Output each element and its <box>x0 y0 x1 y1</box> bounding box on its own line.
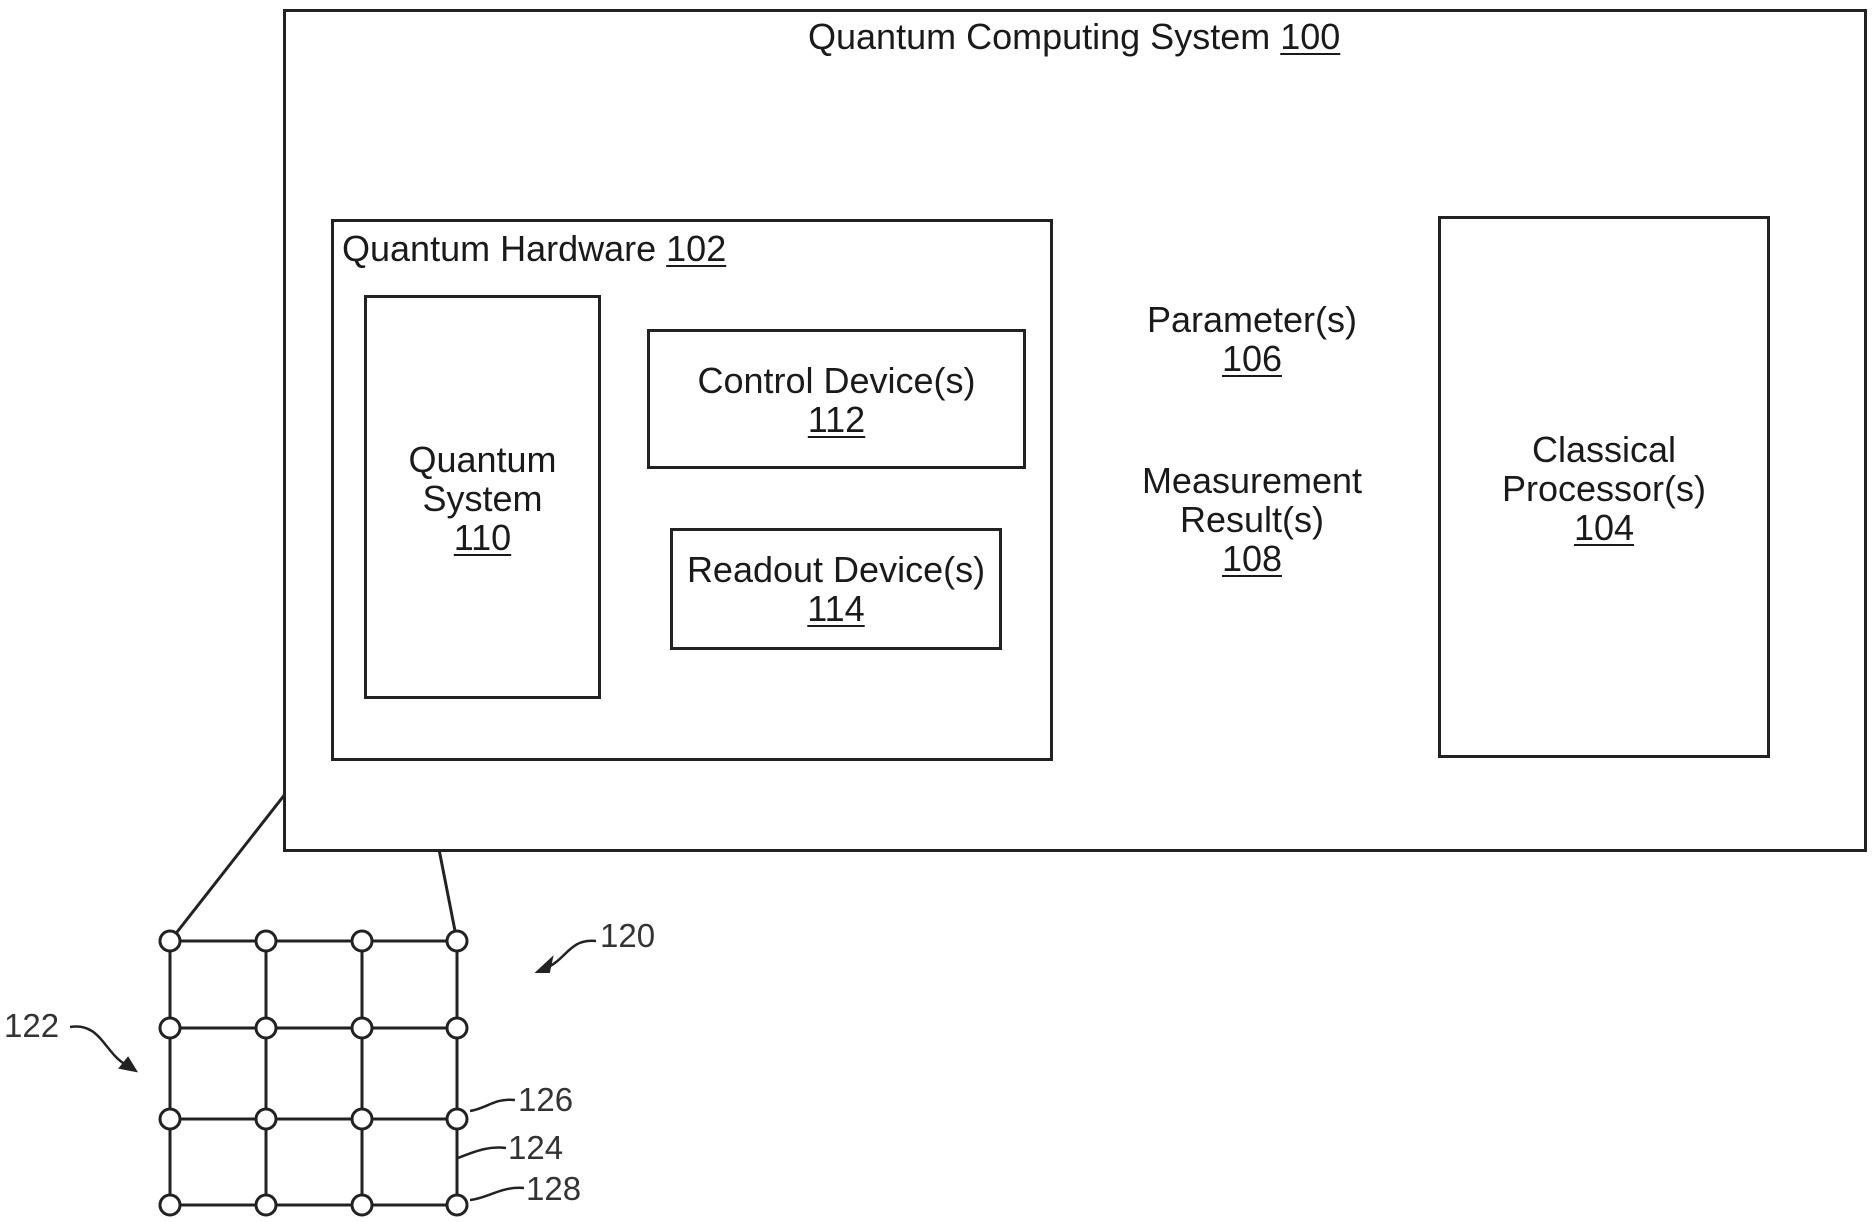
leader-126 <box>470 1100 515 1111</box>
label-126: 126 <box>518 1082 573 1118</box>
qubit-node-0-1 <box>256 931 276 951</box>
classical-processor-label: Classical Processor(s) 104 <box>1438 430 1770 547</box>
system-ref: 100 <box>1280 16 1340 57</box>
measurement-line2: Result(s) <box>1108 500 1396 539</box>
qubit-node-1-3 <box>447 1018 467 1038</box>
readout-device-label: Readout Device(s) 114 <box>670 550 1002 628</box>
control-device-text: Control Device(s) <box>647 361 1026 400</box>
classical-processor-line1: Classical <box>1438 430 1770 469</box>
measurement-label: Measurement Result(s) 108 <box>1108 461 1396 578</box>
leader-122-arrowhead <box>120 1058 136 1071</box>
label-120: 120 <box>600 918 655 954</box>
readout-device-ref: 114 <box>807 588 864 629</box>
leader-124 <box>458 1147 506 1158</box>
system-title: Quantum Computing System 100 <box>808 17 1340 56</box>
label-128: 128 <box>526 1171 581 1207</box>
qubit-node-0-3 <box>447 931 467 951</box>
qubit-node-3-3 <box>447 1195 467 1215</box>
classical-processor-line2: Processor(s) <box>1438 469 1770 508</box>
qubit-node-2-1 <box>256 1109 276 1129</box>
readout-device-text: Readout Device(s) <box>670 550 1002 589</box>
leader-120-arrowhead <box>537 958 552 972</box>
quantum-system-label: Quantum System 110 <box>364 440 601 557</box>
qubit-node-3-1 <box>256 1195 276 1215</box>
qubit-node-3-0 <box>160 1195 180 1215</box>
qubit-node-0-0 <box>160 931 180 951</box>
qubit-node-2-2 <box>352 1109 372 1129</box>
label-122: 122 <box>4 1008 59 1044</box>
quantum-system-line2: System <box>364 479 601 518</box>
parameters-ref: 106 <box>1222 338 1282 379</box>
leader-128 <box>470 1188 524 1200</box>
qubit-node-1-2 <box>352 1018 372 1038</box>
hardware-title: Quantum Hardware 102 <box>342 229 726 268</box>
leader-120 <box>546 941 596 968</box>
hardware-title-text: Quantum Hardware <box>342 228 656 269</box>
parameters-label: Parameter(s) 106 <box>1108 300 1396 378</box>
system-title-text: Quantum Computing System <box>808 16 1270 57</box>
quantum-system-ref: 110 <box>454 517 511 558</box>
classical-processor-ref: 104 <box>1574 507 1634 548</box>
hardware-ref: 102 <box>666 228 726 269</box>
leader-122 <box>70 1026 126 1065</box>
measurement-line1: Measurement <box>1108 461 1396 500</box>
qubit-node-0-2 <box>352 931 372 951</box>
parameters-text: Parameter(s) <box>1108 300 1396 339</box>
control-device-ref: 112 <box>808 399 865 440</box>
quantum-system-line1: Quantum <box>364 440 601 479</box>
qubit-node-2-0 <box>160 1109 180 1129</box>
label-124: 124 <box>508 1130 563 1166</box>
qubit-node-3-2 <box>352 1195 372 1215</box>
measurement-ref: 108 <box>1222 538 1282 579</box>
qubit-node-2-3 <box>447 1109 467 1129</box>
qubit-node-1-1 <box>256 1018 276 1038</box>
control-device-label: Control Device(s) 112 <box>647 361 1026 439</box>
qubit-lattice <box>160 931 467 1215</box>
qubit-node-1-0 <box>160 1018 180 1038</box>
